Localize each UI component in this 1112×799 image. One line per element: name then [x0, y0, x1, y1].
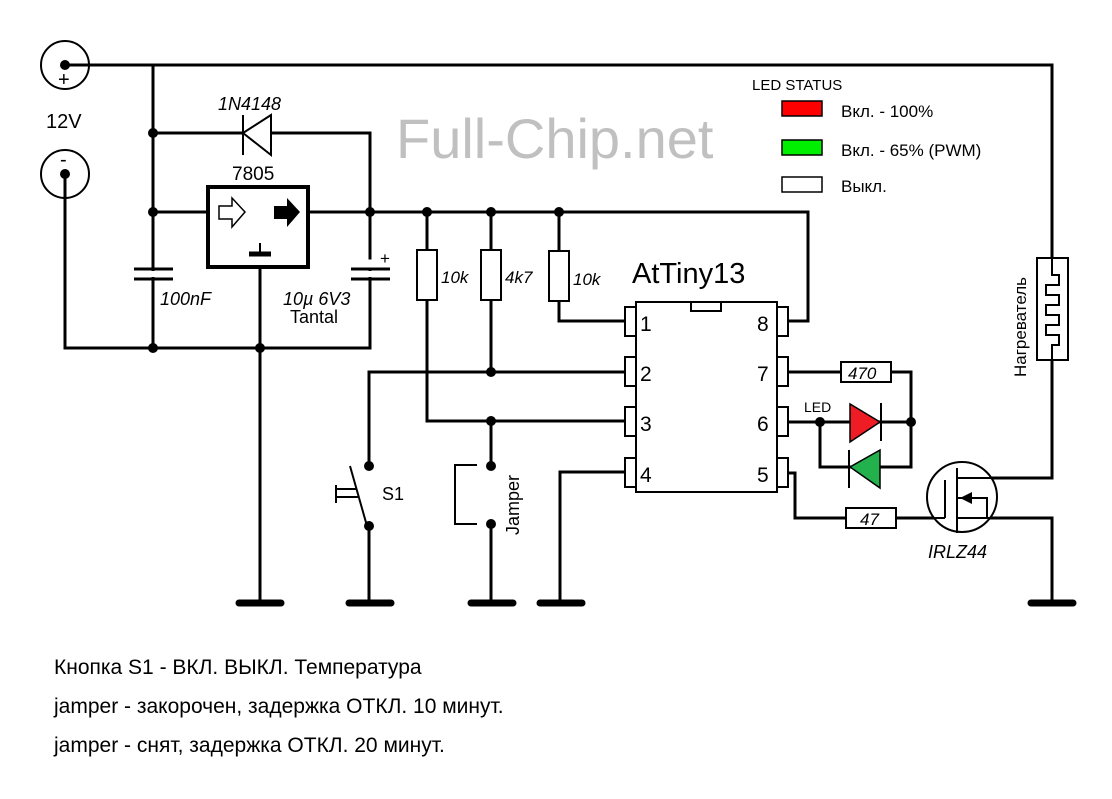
regulator-7805: 7805	[206, 164, 310, 269]
mcu-attiny13: AtTiny13 1 2 3 4 8 7 6 5	[624, 258, 789, 493]
output-arrow-icon	[274, 198, 300, 227]
pin-1: 1	[640, 313, 652, 336]
mosfet-label: IRLZ44	[928, 542, 987, 562]
r-gate-label: 47	[860, 510, 879, 529]
legend-item-3: Выкл.	[841, 177, 887, 196]
cap-tantal-type: Tantal	[290, 307, 338, 327]
pin-2: 2	[640, 363, 652, 386]
minus-sign: -	[60, 149, 67, 171]
regulator-label: 7805	[232, 164, 274, 185]
cap-ceramic-label: 100nF	[160, 289, 212, 309]
resistor-47: 47	[845, 507, 897, 529]
pin-7: 7	[757, 363, 769, 386]
cap-tantal-polarity: +	[380, 249, 390, 268]
note-line: Кнопка S1 - ВКЛ. ВЫКЛ. Температура	[54, 656, 422, 679]
wires	[63, 63, 1054, 602]
led-status-legend: LED STATUS Вкл. - 100% Вкл. - 65% (PWM) …	[752, 77, 981, 196]
pin-4: 4	[640, 464, 652, 487]
plus-sign: +	[58, 69, 70, 91]
cap-tantal-value: 10µ 6V3	[283, 289, 350, 309]
led-red-icon	[849, 402, 882, 444]
switch-s1: S1	[335, 465, 404, 527]
r1-label: 10k	[441, 268, 470, 287]
r3-label: 10k	[573, 270, 602, 289]
legend-swatch-white	[781, 176, 823, 193]
legend-swatch-red	[781, 100, 823, 117]
jumper: Jamper	[454, 464, 523, 535]
diode-label: 1N4148	[218, 94, 281, 114]
r-led-label: 470	[848, 364, 877, 383]
r2-label: 4k7	[505, 268, 533, 287]
resistor-r1-10k: 10k	[416, 249, 470, 301]
resistor-470: 470	[840, 361, 892, 383]
resistor-r2-4k7: 4k7	[480, 249, 533, 301]
pin-3: 3	[640, 413, 652, 436]
led-label: LED	[804, 399, 831, 415]
mcu-label: AtTiny13	[632, 258, 745, 290]
legend-title: LED STATUS	[752, 77, 842, 94]
legend-item-1: Вкл. - 100%	[841, 102, 933, 121]
pin-8: 8	[757, 313, 769, 336]
legend-swatch-green	[781, 139, 823, 156]
watermark: Full-Chip.net	[396, 107, 714, 170]
notes: Кнопка S1 - ВКЛ. ВЫКЛ. Температура jampe…	[54, 648, 504, 765]
capacitor-100nf: 100nF	[134, 267, 212, 309]
note-line: jamper - закорочен, задержка ОТКЛ. 10 ми…	[54, 695, 504, 718]
jumper-label: Jamper	[503, 475, 523, 535]
switch-label: S1	[382, 484, 404, 504]
note-line: jamper - снят, задержка ОТКЛ. 20 минут.	[54, 734, 445, 757]
diode-1n4148: 1N4148	[218, 94, 281, 158]
pin-5: 5	[757, 464, 769, 487]
mosfet-irlz44: IRLZ44	[926, 461, 998, 562]
heater: Нагреватель	[1011, 257, 1069, 377]
heater-label: Нагреватель	[1011, 277, 1030, 377]
input-arrow-icon	[218, 196, 247, 230]
legend-item-2: Вкл. - 65% (PWM)	[841, 141, 981, 160]
pin-6: 6	[757, 413, 769, 436]
led-green-icon	[848, 448, 881, 490]
resistor-r3-10k: 10k	[548, 250, 602, 302]
voltage-label: 12V	[46, 111, 82, 133]
mcu-notch	[690, 301, 722, 312]
capacitor-tantal: + 10µ 6V3 Tantal	[283, 249, 390, 350]
led-bicolor: LED	[804, 399, 882, 490]
